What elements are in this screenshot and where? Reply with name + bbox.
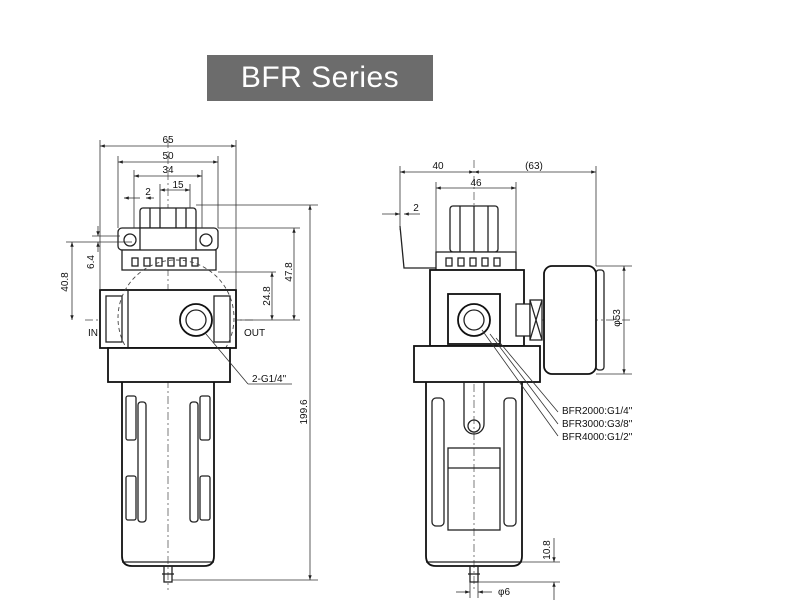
side-top-dimensions xyxy=(382,166,597,266)
side-dim-63: (63) xyxy=(525,161,543,172)
front-dim-6-4: 6.4 xyxy=(86,255,97,269)
side-dim-phi53: φ53 xyxy=(612,309,623,327)
front-dim-34: 34 xyxy=(162,165,174,176)
side-bottom-dimensions xyxy=(456,538,560,600)
front-dim-15: 15 xyxy=(172,180,184,191)
side-model-leaders xyxy=(481,329,559,437)
front-port-size-label: 2-G1/4" xyxy=(252,374,287,385)
front-view: 65 50 34 15 2 40.8 6.4 IN 47.8 xyxy=(60,135,318,590)
side-dim-phi6: φ6 xyxy=(498,587,510,598)
pressure-gauge xyxy=(529,265,605,375)
front-mounting-bracket xyxy=(117,227,219,253)
series-title: BFR Series xyxy=(240,61,400,94)
front-label-in: IN xyxy=(88,328,98,339)
side-model-label-bfr3000: BFR3000:G3/8" xyxy=(562,419,633,430)
front-dim-50: 50 xyxy=(162,151,174,162)
series-title-banner: BFR Series xyxy=(207,55,433,101)
front-body xyxy=(99,259,237,377)
side-dim-40: 40 xyxy=(432,161,444,172)
side-bonnet xyxy=(435,251,517,271)
front-left-dimensions xyxy=(66,226,132,320)
side-body xyxy=(429,269,531,347)
front-port-inner xyxy=(185,309,207,331)
front-dim-47-8: 47.8 xyxy=(284,262,295,282)
side-dim-46: 46 xyxy=(470,178,482,189)
side-adjust-knob xyxy=(449,205,499,253)
front-bowl xyxy=(121,382,215,583)
front-dim-2: 2 xyxy=(145,187,151,198)
front-port-outer xyxy=(179,303,213,337)
front-bowl-collar xyxy=(107,347,231,383)
front-dim-199-6: 199.6 xyxy=(299,399,310,424)
front-dim-24-8: 24.8 xyxy=(262,286,273,306)
front-dim-65: 65 xyxy=(162,135,174,146)
front-label-out: OUT xyxy=(244,328,265,339)
side-dim-2: 2 xyxy=(413,203,419,214)
side-bracket xyxy=(399,225,436,269)
side-gauge-dimension xyxy=(596,265,632,375)
front-dim-40-8: 40.8 xyxy=(60,272,71,292)
front-bonnet xyxy=(121,249,217,271)
front-top-dimensions xyxy=(99,140,237,290)
side-model-label-bfr2000: BFR2000:G1/4" xyxy=(562,406,633,417)
side-view: 40 (63) 46 2 φ53 BFR2000:G1/4" BFR3000:G… xyxy=(382,160,633,600)
side-model-label-bfr4000: BFR4000:G1/2" xyxy=(562,432,633,443)
front-diaphragm-outline xyxy=(117,259,235,377)
side-bowl xyxy=(425,382,523,583)
front-right-dimensions xyxy=(172,204,318,581)
side-dim-10-8: 10.8 xyxy=(542,540,553,560)
side-bowl-collar xyxy=(413,345,541,383)
